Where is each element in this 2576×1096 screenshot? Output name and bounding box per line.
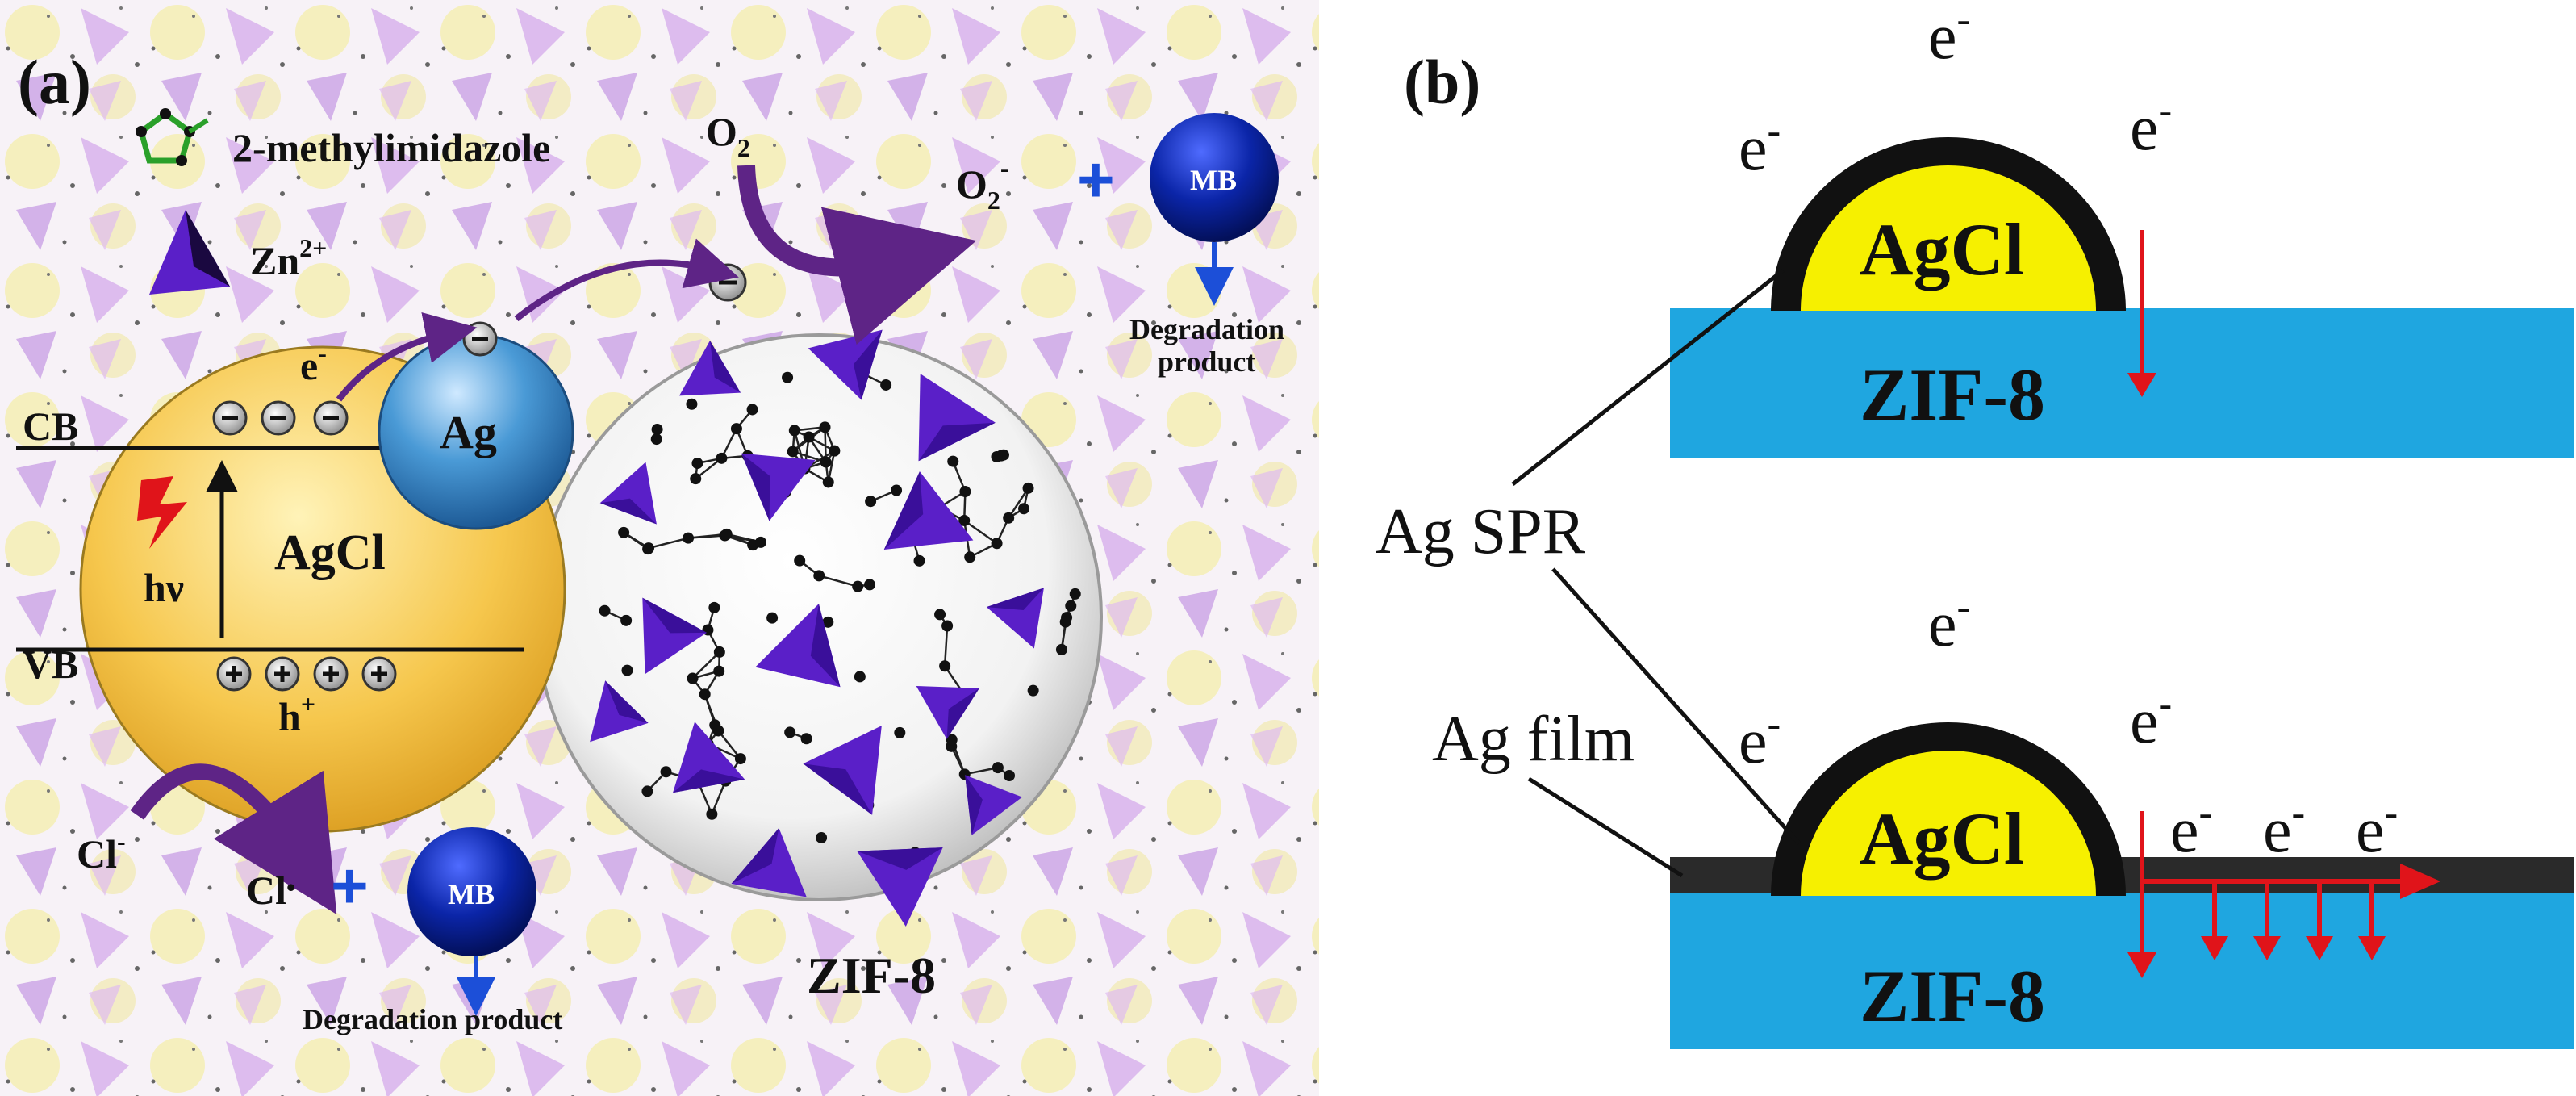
electron-label-top-right: e-	[2130, 87, 2172, 164]
cb-electron-label: e-	[300, 338, 327, 388]
zn-tetrahedron	[642, 597, 708, 675]
legend-ligand-label: 2-methylimidazole	[232, 125, 550, 170]
agcl-particle-top	[1801, 165, 2096, 311]
electron-label-top-left: e-	[1739, 107, 1781, 184]
zn-tetrahedron	[965, 775, 1023, 835]
cb-label: CB	[23, 404, 78, 449]
zn-tetrahedron	[673, 722, 745, 793]
agcl-band-label: AgCl	[274, 525, 386, 580]
film-electron-label-3: e-	[2356, 789, 2398, 866]
panel-b: (b) AgCl ZIF-8 e- e- e- AgCl ZIF-8 e- e-…	[1376, 0, 2574, 1049]
chloride-ion-label: Cl-	[77, 826, 126, 876]
ag-spr-leader-top	[1511, 269, 1785, 486]
mb-molecule-bottom	[407, 827, 536, 956]
cb-electron-icon	[313, 400, 349, 436]
vb-hole-icon	[265, 656, 300, 692]
electron-label-bottom-left: e-	[1739, 701, 1781, 777]
degradation-label-right-line2: product	[1158, 345, 1255, 378]
electron-transfer-arrow-2	[514, 238, 739, 322]
degradation-label-right-line1: Degradation	[1129, 313, 1284, 345]
electron-arrow-top-head	[2127, 373, 2156, 397]
mb-label-right: MB	[1190, 164, 1237, 196]
vb-holes	[216, 656, 397, 692]
zif8-label-bottom: ZIF-8	[1860, 955, 2045, 1037]
zif8-framework	[590, 329, 1081, 927]
zif8-substrate-top	[1670, 308, 2574, 458]
electron-arrow-bottom-vertical-head	[2127, 952, 2156, 978]
zn-tetrahedron	[808, 329, 883, 400]
oxygen-reactant-label: O2	[706, 109, 750, 162]
chloride-oxidation-arrow	[130, 763, 337, 914]
oxygen-reduction-arrow	[737, 165, 977, 345]
mb-molecule-right	[1150, 113, 1279, 242]
zif8-label-top: ZIF-8	[1860, 353, 2045, 436]
cb-electrons	[212, 400, 349, 436]
zn-tetrahedron	[986, 588, 1044, 649]
photon-label: hν	[144, 565, 184, 610]
zif8-surface-electron-icon	[708, 263, 747, 302]
vb-label: VB	[23, 642, 78, 687]
plus-sign-bottom: +	[331, 850, 369, 922]
film-electron-label-2: e-	[2263, 789, 2305, 866]
zn-tetrahedron	[755, 604, 841, 688]
film-penetration-arrow	[2253, 881, 2281, 960]
electron-label-bottom-right: e-	[2130, 680, 2172, 757]
degradation-label-bottom: Degradation product	[303, 1003, 562, 1035]
ag-electron-icon	[462, 321, 498, 357]
film-electron-label-1: e-	[2170, 789, 2212, 866]
agcl-label-top: AgCl	[1860, 208, 2024, 291]
zn-tetrahedron	[599, 462, 657, 525]
ag-label: Ag	[440, 406, 497, 458]
zn-tetrahedron	[741, 453, 816, 521]
chloride-radical-label: Cl•	[246, 868, 295, 913]
electron-transfer-arrow-1	[336, 312, 478, 402]
ag-spr-leader-bottom	[1551, 567, 1801, 845]
vb-hole-label: h+	[278, 689, 315, 739]
legend-metal-label: Zn2+	[250, 233, 327, 283]
electron-arrow-film-head	[2400, 864, 2440, 899]
film-penetration-arrow	[2201, 881, 2228, 960]
electron-label-bottom-center: e-	[1928, 584, 1970, 660]
vb-hole-icon	[313, 656, 349, 692]
superoxide-label: O2-	[956, 153, 1009, 215]
mb-label-bottom: MB	[448, 878, 495, 910]
electron-label-top-center: e-	[1928, 0, 1970, 73]
agcl-label-bottom: AgCl	[1860, 797, 2024, 880]
zn-tetrahedron	[883, 471, 974, 550]
plus-sign-right: +	[1077, 144, 1115, 215]
zif8-substrate-bottom	[1670, 892, 2574, 1049]
ag-spr-label: Ag SPR	[1376, 496, 1586, 567]
agcl-particle-bottom	[1801, 751, 2096, 896]
panel-a: (a) 2-methylimidazole Zn2+ CB VB AgCl	[0, 0, 1319, 1096]
zn-tetrahedron	[857, 847, 943, 927]
cb-electron-icon	[261, 400, 296, 436]
film-penetration-arrows	[2201, 881, 2386, 960]
cb-electron-icon	[212, 400, 248, 436]
zif8-label-a: ZIF-8	[807, 947, 936, 1004]
film-penetration-arrow	[2358, 881, 2386, 960]
ag-film-label: Ag film	[1432, 704, 1635, 775]
vb-hole-icon	[361, 656, 397, 692]
film-penetration-arrow	[2306, 881, 2333, 960]
panel-a-label: (a)	[18, 47, 91, 117]
vb-hole-icon	[216, 656, 252, 692]
light-bolt-icon	[137, 476, 187, 549]
panel-b-label: (b)	[1404, 47, 1480, 117]
ag-film-leader	[1527, 776, 1684, 878]
zinc-tetrahedron-icon	[149, 210, 230, 295]
methylimidazole-molecule-icon	[136, 108, 209, 166]
